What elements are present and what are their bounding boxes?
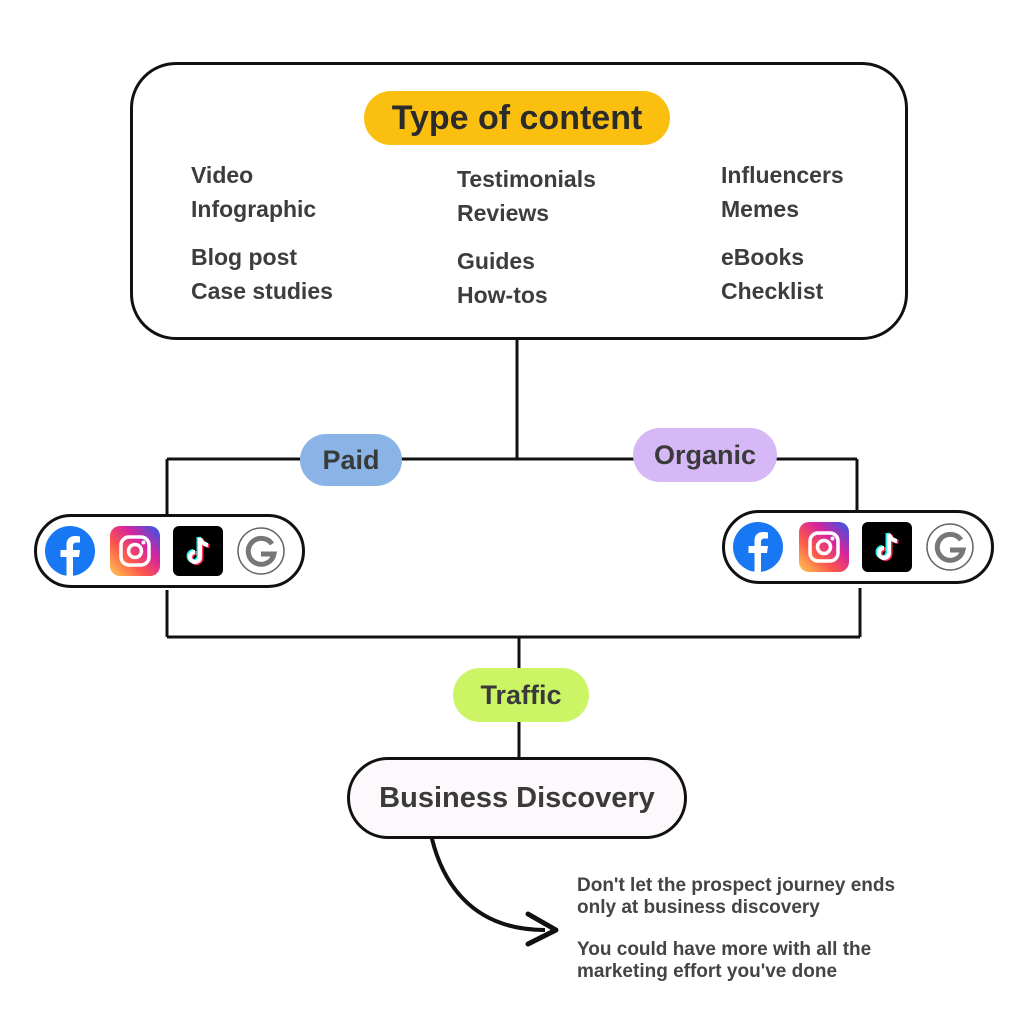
note-text-2: You could have more with all the marketi… (577, 939, 871, 983)
instagram-icon (799, 522, 849, 572)
facebook-icon (45, 526, 95, 576)
content-item: Video (191, 162, 254, 188)
note-line: Don't let the prospect journey ends (577, 875, 896, 896)
content-item: Testimonials (457, 166, 596, 192)
organic-label: Organic (633, 428, 777, 482)
organic-channel-icons (722, 510, 994, 584)
arrow-head (525, 911, 559, 947)
traffic-label: Traffic (453, 668, 589, 722)
note-line: marketing effort you've done (577, 961, 838, 982)
content-item: Infographic (191, 196, 317, 222)
instagram-icon (110, 526, 160, 576)
google-icon (237, 527, 285, 575)
curved-arrow (428, 829, 546, 932)
paid-label: Paid (300, 434, 402, 486)
note-line: only at business discovery (577, 897, 820, 918)
content-column-2: Testimonials Reviews Guides How-tos (457, 162, 596, 312)
content-item: Blog post (191, 244, 298, 270)
note-line: You could have more with all the (577, 939, 872, 960)
content-item: How-tos (457, 282, 548, 308)
content-item: Case studies (191, 278, 333, 304)
paid-channel-icons (34, 514, 305, 588)
content-item: Reviews (457, 200, 550, 226)
content-item: Checklist (721, 278, 824, 304)
content-type-title: Type of content (364, 91, 670, 145)
note-text-1: Don't let the prospect journey ends only… (577, 875, 895, 919)
content-item: Memes (721, 196, 799, 222)
business-discovery-box: Business Discovery (347, 757, 687, 839)
facebook-icon (733, 522, 783, 572)
content-item: eBooks (721, 244, 805, 270)
content-item: Influencers (721, 162, 844, 188)
content-column-1: Video Infographic Blog post Case studies (191, 158, 333, 308)
content-item: Guides (457, 248, 535, 274)
tiktok-icon (862, 522, 912, 572)
google-icon (926, 523, 974, 571)
tiktok-icon (173, 526, 223, 576)
content-column-3: Influencers Memes eBooks Checklist (721, 158, 844, 308)
